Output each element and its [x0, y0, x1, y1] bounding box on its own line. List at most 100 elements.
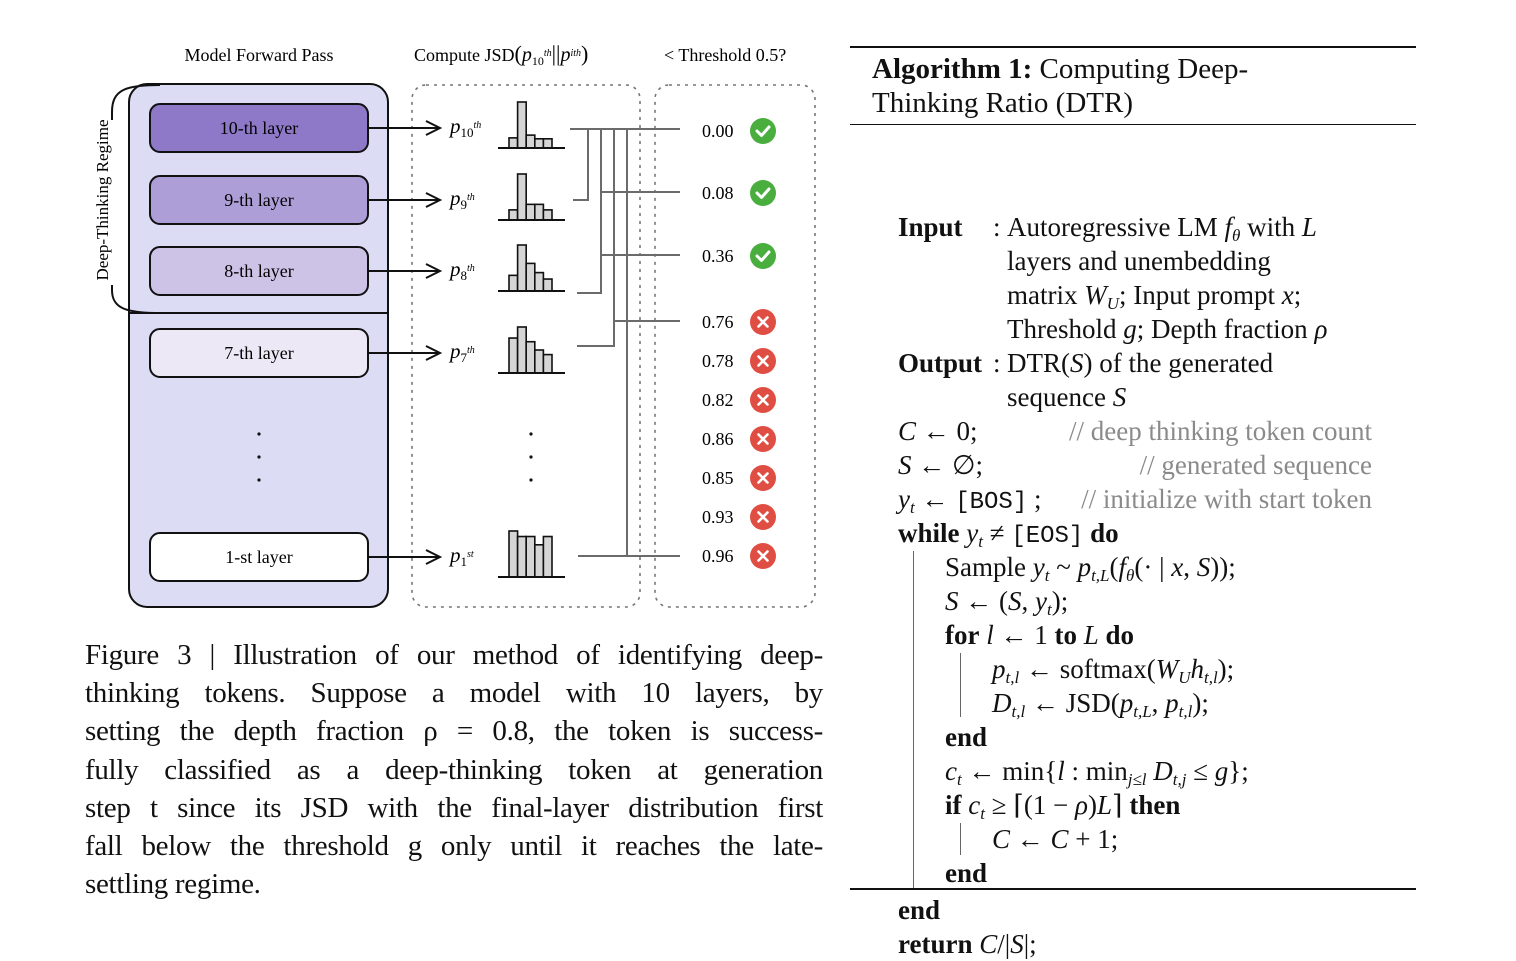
- histogram-bar: [525, 535, 536, 578]
- output-line-2: sequence S: [1007, 382, 1127, 412]
- jsd-result: 0.76: [702, 309, 776, 335]
- threshold-panel: [654, 84, 816, 608]
- histogram-bar: [542, 353, 553, 374]
- distribution-label: p9th: [448, 186, 475, 212]
- output-line-1: DTR(S) of the generated: [1007, 348, 1274, 378]
- connector-line: [573, 129, 589, 201]
- layer-ellipsis: [257, 432, 261, 482]
- caption-line: settling regime.: [85, 868, 261, 901]
- jsd-result: 0.08: [702, 180, 776, 206]
- init-y: yt ← [BOS] ;: [898, 484, 1042, 517]
- if-line: if ct ≥ ⌈(1 − ρ)L⌉ then: [945, 790, 1181, 823]
- algorithm-box: Algorithm 1: Computing Deep- Thinking Ra…: [850, 46, 1416, 959]
- caption-line: thinking tokens. Suppose a model with 10…: [85, 677, 823, 710]
- histogram-bar: [542, 278, 553, 292]
- algorithm-title-text: Computing Deep-: [1032, 53, 1249, 85]
- regime-label: Deep-Thinking Regime: [93, 120, 112, 281]
- connector-line: [577, 129, 615, 347]
- cross-icon: [750, 309, 776, 335]
- jsd-value: 0.85: [702, 468, 734, 488]
- init-s: S ← ∅;: [898, 450, 984, 480]
- cross-icon: [750, 387, 776, 413]
- method-figure: Model Forward Pass Compute JSD(p10th||pi…: [93, 41, 816, 608]
- output-label: Output: [898, 348, 983, 378]
- append-line: S ← (S, yt);: [945, 586, 1069, 619]
- caption-line: step t since its JSD with the final-laye…: [85, 791, 823, 824]
- check-icon: [750, 180, 776, 206]
- histogram-bar: [508, 337, 519, 374]
- for-line: for l ← 1 to L do: [945, 620, 1135, 650]
- histogram-bar: [533, 138, 545, 149]
- arrow-head-icon: [425, 263, 443, 279]
- jsd-value: 0.76: [702, 312, 734, 332]
- layer-label: 9-th layer: [224, 190, 293, 210]
- input-colon: :: [993, 212, 1001, 242]
- layer-label: 1-st layer: [225, 547, 292, 567]
- settle-depth-line: ct ← min{l : minj≤l Dt,j ≤ g};: [945, 756, 1249, 789]
- comment-start-token: // initialize with start token: [1081, 484, 1372, 514]
- end-for: end: [945, 722, 988, 752]
- arrow-head-icon: [425, 549, 443, 565]
- jsd-value: 0.96: [702, 546, 734, 566]
- distribution-histogram: [498, 244, 565, 292]
- comment-generated-sequence: // generated sequence: [1139, 450, 1372, 480]
- header-compute-jsd: Compute JSD(p10th||pith): [414, 41, 588, 68]
- output-colon: :: [993, 348, 1001, 378]
- histogram-bar: [516, 101, 527, 149]
- jsd-value: 0.08: [702, 183, 734, 203]
- histogram-bar: [516, 173, 527, 221]
- histogram-bar: [516, 326, 527, 374]
- cross-icon: [750, 504, 776, 530]
- input-line-4: Threshold g; Depth fraction ρ: [1007, 314, 1328, 344]
- algorithm-title: Algorithm 1: Computing Deep- Thinking Ra…: [850, 48, 1416, 124]
- distribution-label: p7th: [448, 339, 475, 365]
- layer-label: 10-th layer: [220, 118, 298, 138]
- cross-icon: [750, 348, 776, 374]
- histogram-bar: [525, 203, 536, 221]
- algorithm-title-line2: Thinking Ratio (DTR): [872, 87, 1133, 119]
- histogram-bar: [533, 271, 545, 292]
- jsd-result: 0.93: [702, 504, 776, 530]
- jsd-result: 0.00: [702, 118, 776, 144]
- end-if: end: [945, 858, 988, 888]
- histogram-bar: [533, 543, 545, 578]
- jsd-value: 0.36: [702, 246, 734, 266]
- input-line-2: layers and unembedding: [1007, 246, 1271, 276]
- arrow-head-icon: [425, 192, 443, 208]
- jsd-value: 0.00: [702, 121, 734, 141]
- jsd-result: 0.85: [702, 465, 776, 491]
- jsd-result: 0.36: [702, 243, 776, 269]
- jsd-connectors: [570, 128, 680, 557]
- figure-caption: Figure 3 | Illustration of our method of…: [85, 636, 823, 903]
- histogram-bar: [516, 244, 527, 292]
- caption-line: setting the depth fraction ρ = 0.8, the …: [85, 715, 823, 748]
- jsd-result: 0.96: [702, 543, 776, 569]
- distribution-histogram: [498, 326, 565, 374]
- histogram-bar: [542, 138, 553, 149]
- caption-line: fully classified as a deep-thinking toke…: [85, 753, 823, 786]
- algorithm-number: Algorithm 1:: [872, 53, 1033, 85]
- jsd-value: 0.93: [702, 507, 734, 527]
- input-line-3: matrix WU; Input prompt x;: [1007, 280, 1302, 313]
- distribution-histogram: [498, 530, 565, 578]
- histogram-bar: [516, 535, 527, 578]
- algorithm-top-rule: [850, 46, 1416, 48]
- layer-label: 7-th layer: [224, 343, 293, 363]
- jsd-value: 0.86: [702, 429, 734, 449]
- layer-row: 9-th layer p9th: [149, 173, 565, 225]
- softmax-line: pt,l ← softmax(WUht,l);: [992, 654, 1235, 687]
- header-forward-pass: Model Forward Pass: [185, 45, 334, 65]
- layer-label: 8-th layer: [224, 261, 293, 281]
- histogram-bar: [542, 535, 553, 578]
- init-c: C ← 0;: [898, 416, 978, 446]
- distribution-ellipsis: [529, 432, 533, 482]
- cross-icon: [750, 543, 776, 569]
- arrow-head-icon: [425, 345, 443, 361]
- layer-row: 10-th layer p10th: [149, 101, 565, 153]
- distribution-label: p10th: [448, 114, 481, 140]
- sample-line: Sample yt ~ pt,L(fθ(· | x, S));: [945, 552, 1236, 585]
- return-line: return C/|S|;: [898, 929, 1037, 959]
- histogram-bar: [508, 137, 519, 149]
- jsd-line: Dt,l ← JSD(pt,L, pt,l);: [992, 688, 1209, 721]
